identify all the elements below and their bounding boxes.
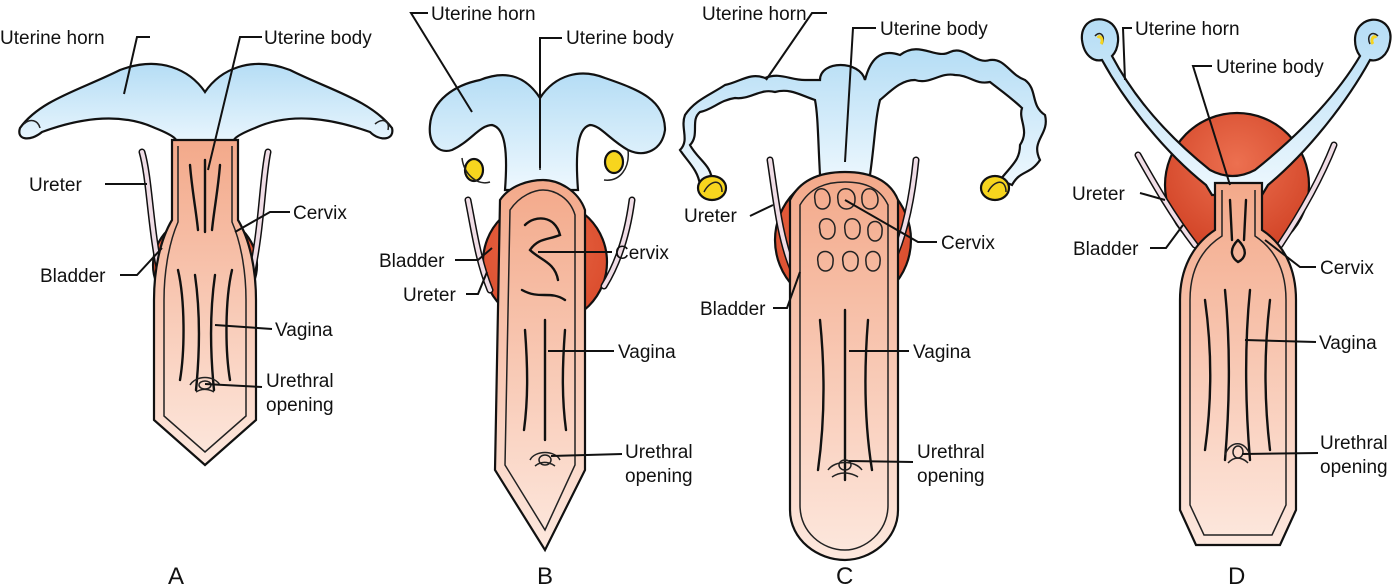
- label-ureter-a: Ureter: [29, 175, 82, 196]
- panel-c: [678, 48, 1047, 562]
- label-urethral-d-2: opening: [1320, 457, 1388, 478]
- label-urethral-c-2: opening: [917, 466, 985, 487]
- label-ureter-c: Ureter: [684, 206, 737, 227]
- label-uterine-body-d: Uterine body: [1216, 57, 1324, 78]
- uterus-a: [18, 62, 394, 152]
- label-urethral-c-1: Urethral: [917, 442, 985, 463]
- label-urethral-b-1: Urethral: [625, 442, 693, 463]
- leader-lines: [105, 12, 1319, 463]
- panel-letter-b: B: [537, 563, 553, 585]
- label-uterine-horn-a: Uterine horn: [0, 28, 105, 49]
- panel-letter-d: D: [1228, 563, 1245, 585]
- label-cervix-b: Cervix: [615, 243, 669, 264]
- label-urethral-a-2: opening: [266, 395, 334, 416]
- label-uterine-body-b: Uterine body: [566, 28, 674, 49]
- label-bladder-d: Bladder: [1073, 239, 1139, 260]
- label-cervix-a: Cervix: [293, 203, 347, 224]
- label-ureter-b: Ureter: [403, 285, 456, 306]
- labels: Uterine horn Uterine body Ureter Cervix …: [0, 4, 1388, 585]
- label-bladder-b: Bladder: [379, 251, 445, 272]
- label-vagina-d: Vagina: [1319, 333, 1377, 354]
- panel-letter-c: C: [836, 563, 853, 585]
- label-uterine-horn-b: Uterine horn: [431, 4, 536, 25]
- label-urethral-d-1: Urethral: [1320, 433, 1388, 454]
- label-urethral-b-2: opening: [625, 466, 693, 487]
- label-bladder-a: Bladder: [40, 266, 106, 287]
- label-uterine-horn-d: Uterine horn: [1135, 19, 1240, 40]
- label-urethral-a-1: Urethral: [266, 371, 334, 392]
- label-uterine-horn-c: Uterine horn: [702, 4, 807, 25]
- vagina-b: [493, 178, 587, 553]
- label-cervix-c: Cervix: [941, 233, 995, 254]
- label-uterine-body-a: Uterine body: [264, 28, 372, 49]
- label-cervix-d: Cervix: [1320, 258, 1374, 279]
- label-uterine-body-c: Uterine body: [880, 19, 988, 40]
- label-vagina-c: Vagina: [913, 342, 971, 363]
- vagina-a: [152, 138, 258, 467]
- label-ureter-d: Ureter: [1072, 184, 1125, 205]
- panel-letter-a: A: [168, 563, 184, 585]
- label-vagina-b: Vagina: [618, 342, 676, 363]
- label-bladder-c: Bladder: [700, 299, 766, 320]
- label-vagina-a: Vagina: [275, 320, 333, 341]
- panel-b: [428, 72, 667, 553]
- uterus-d: [1080, 18, 1392, 197]
- panel-d: [1080, 18, 1392, 547]
- uterus-c: [678, 48, 1047, 187]
- panel-a: [18, 62, 394, 467]
